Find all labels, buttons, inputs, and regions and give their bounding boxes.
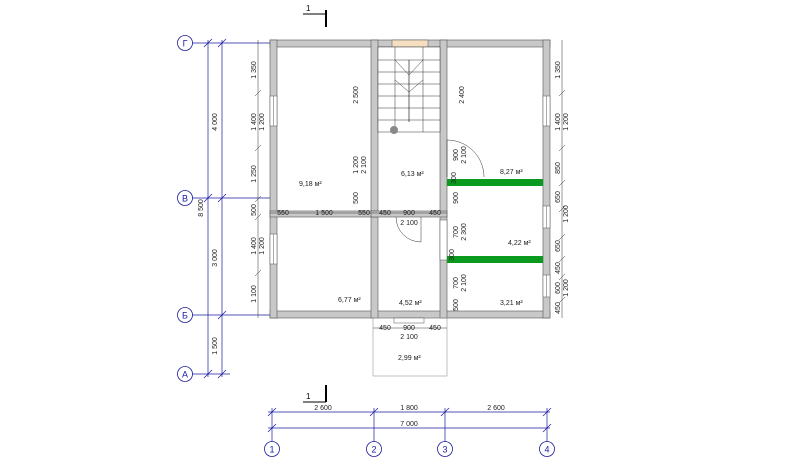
dim-center-500: 500 <box>453 299 460 311</box>
room-area-6: 4,52 м² <box>399 300 422 307</box>
dim-mid-450b: 450 <box>429 210 441 217</box>
section-mark-top: 1 <box>303 4 327 27</box>
dim-left-total: 8 500 <box>198 199 205 217</box>
dim-stair-2400: 2 400 <box>459 86 466 104</box>
dim-door-900: 900 <box>453 149 460 161</box>
dim-mid-1500: 1 500 <box>315 210 333 217</box>
dim-r-1400: 1 400 <box>555 113 562 131</box>
dim-porch-2100: 2 100 <box>400 334 418 341</box>
walls <box>269 39 551 319</box>
dim-l-1100: 1 100 <box>251 285 258 303</box>
dim-r-600: 600 <box>555 282 562 294</box>
axis-marker-2: 2 <box>366 441 382 457</box>
axis-marker-a: А <box>177 366 193 382</box>
bottom-dims <box>267 407 552 443</box>
dim-r-1200b: 1 200 <box>563 205 570 223</box>
dim-l-1400: 1 400 <box>251 113 258 131</box>
dim-porch-450a: 450 <box>379 325 391 332</box>
dim-r-1200a: 1 200 <box>563 113 570 131</box>
dim-bottom-1800: 1 800 <box>400 405 418 412</box>
right-inner-dims <box>558 40 566 318</box>
dim-stair-2100: 2 100 <box>361 156 368 174</box>
left-inner-dims <box>254 40 262 318</box>
axis-label-2: 2 <box>371 445 376 455</box>
axis-label-a: А <box>182 370 188 380</box>
room-area-5: 6,77 м² <box>338 297 361 304</box>
dim-r-450b: 450 <box>555 302 562 314</box>
dim-top-500: 500 <box>353 192 360 204</box>
green-beams <box>447 179 543 263</box>
axis-label-v: В <box>182 194 188 204</box>
dim-porch-450b: 450 <box>429 325 441 332</box>
dim-l-1200a: 1 200 <box>259 113 266 131</box>
dim-r-1350: 1 350 <box>555 61 562 79</box>
dim-porch-900: 900 <box>403 325 415 332</box>
left-axis-lines <box>192 38 270 379</box>
axis-label-1: 1 <box>269 445 274 455</box>
dim-center-300b: 300 <box>449 249 456 261</box>
dim-center-700b: 700 <box>453 277 460 289</box>
dim-stair-2500: 2 500 <box>353 86 360 104</box>
axis-label-g: Г <box>183 39 188 49</box>
dim-left-3000: 3 000 <box>212 249 219 267</box>
axis-marker-1: 1 <box>264 441 280 457</box>
section-mark-bottom: 1 <box>303 385 327 403</box>
dim-center-700: 700 <box>453 226 460 238</box>
axis-marker-g: Г <box>177 35 193 51</box>
dim-center-2100b: 2 100 <box>461 274 468 292</box>
dim-center-900: 900 <box>453 192 460 204</box>
dim-mid-550b: 550 <box>358 210 370 217</box>
room-area-8: 2,99 м² <box>398 355 421 362</box>
dim-r-450a: 450 <box>555 262 562 274</box>
dim-l-1250: 1 250 <box>251 165 258 183</box>
staircase <box>377 46 441 134</box>
dim-mid-900: 900 <box>403 210 415 217</box>
dim-left-4000: 4 000 <box>212 113 219 131</box>
windows <box>269 39 551 298</box>
dim-bottom-2600a: 2 600 <box>314 405 332 412</box>
axis-marker-v: В <box>177 190 193 206</box>
dim-r-850: 850 <box>555 162 562 174</box>
dim-bottom-2600b: 2 600 <box>487 405 505 412</box>
dim-l-1200b: 1 200 <box>259 237 266 255</box>
axis-marker-b: Б <box>177 307 193 323</box>
dim-left-1500: 1 500 <box>212 337 219 355</box>
dim-center-2300: 2 300 <box>461 223 468 241</box>
dim-r-650b: 650 <box>555 240 562 252</box>
room-area-2: 6,13 м² <box>401 171 424 178</box>
dim-stair-1200: 1 200 <box>353 156 360 174</box>
axis-marker-4: 4 <box>539 441 555 457</box>
room-area-7: 3,21 м² <box>500 300 523 307</box>
dim-r-650a: 650 <box>555 191 562 203</box>
dim-door-2100: 2 100 <box>461 146 468 164</box>
doors <box>395 139 485 243</box>
dim-mid-2100: 2 100 <box>400 220 418 227</box>
axis-marker-3: 3 <box>437 441 453 457</box>
dim-l-500: 500 <box>251 204 258 216</box>
section-label-bottom: 1 <box>306 392 311 401</box>
room-area-4: 4,22 м² <box>508 240 531 247</box>
dim-l-1350: 1 350 <box>251 61 258 79</box>
axis-label-4: 4 <box>544 445 549 455</box>
room-area-1: 9,18 м² <box>299 181 322 188</box>
porch <box>372 317 448 377</box>
axis-label-b: Б <box>182 311 188 321</box>
dim-center-300: 300 <box>451 172 458 184</box>
dim-mid-550a: 550 <box>277 210 289 217</box>
room-area-3: 8,27 м² <box>500 169 523 176</box>
dim-mid-450a: 450 <box>379 210 391 217</box>
dim-r-1200c: 1 200 <box>563 279 570 297</box>
axis-label-3: 3 <box>442 445 447 455</box>
dim-bottom-total: 7 000 <box>400 421 418 428</box>
dim-l-1400b: 1 400 <box>251 237 258 255</box>
section-label-top: 1 <box>306 4 311 13</box>
